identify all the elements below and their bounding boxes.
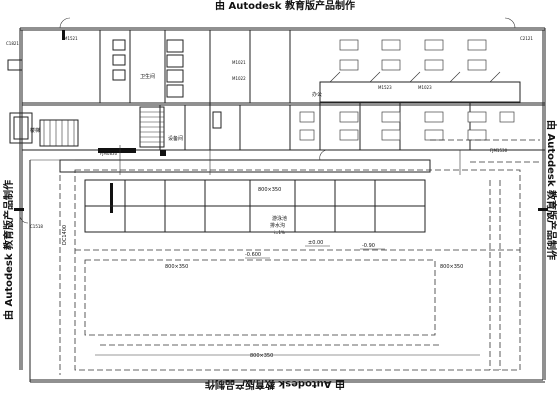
upper-rooms <box>22 30 545 151</box>
elev-pool-b: -0.90 <box>362 243 375 249</box>
corridor-doors <box>19 17 521 224</box>
building-outline <box>19 27 546 383</box>
elevation-marks: ±0.00 -0.600 -0.90 <box>245 240 385 259</box>
watermark-top: 由 Autodesk 教育版产品制作 <box>215 0 355 12</box>
room-label-equipment: 设备间 <box>168 135 183 142</box>
door-tag: M1021 <box>232 60 246 65</box>
door-tag: FJM0830 <box>100 151 118 156</box>
door-tag: M1523 <box>378 85 392 90</box>
room-label-office: 办公 <box>312 91 322 98</box>
door-tag: M1022 <box>232 76 246 81</box>
door-tag: C1821 <box>6 41 19 46</box>
dim-side: DC1400 <box>62 225 68 245</box>
watermark-right: 由 Autodesk 教育版产品制作 <box>545 120 558 260</box>
watermark-bottom: 由 Autodesk 教育版产品制作 <box>205 378 345 391</box>
door-tag: FJM1530 <box>490 148 508 153</box>
door-tag-labels: M1521 M1021 M1022 M1523 M1023 FJM1530 FJ… <box>6 36 533 229</box>
elev-deck: ±0.00 <box>308 240 323 246</box>
pool-room-grid <box>59 159 431 233</box>
stair-center <box>139 106 222 148</box>
axis-lines <box>30 145 461 175</box>
pool-slope-value: i=1% <box>274 230 285 235</box>
pool-slope-note: 排水沟 <box>270 222 285 229</box>
dim-left: 800×350 <box>165 264 188 270</box>
dim-mid: 800×350 <box>440 264 463 270</box>
room-label-stair: 楼梯 <box>30 127 40 134</box>
elev-pool-a: -0.600 <box>245 252 261 258</box>
watermark-left: 由 Autodesk 教育版产品制作 <box>2 180 15 320</box>
door-tag: M1521 <box>64 36 78 41</box>
room-label-pool: 游泳池 <box>272 215 287 222</box>
pool-basin <box>59 139 540 375</box>
toilet-stalls <box>112 39 184 98</box>
door-tag: C1518 <box>30 224 43 229</box>
wall-hatch <box>14 30 548 213</box>
dim-bottom: 800×350 <box>250 353 273 359</box>
stair-left <box>7 59 79 147</box>
door-tag: M1023 <box>418 85 432 90</box>
dim-upper: 800×350 <box>258 187 281 193</box>
room-label-toilet: 卫生间 <box>140 73 155 80</box>
door-tag: C2121 <box>520 36 533 41</box>
room-labels: 楼梯 办公 卫生间 设备间 游泳池 <box>30 73 322 222</box>
office-desks <box>299 39 515 141</box>
